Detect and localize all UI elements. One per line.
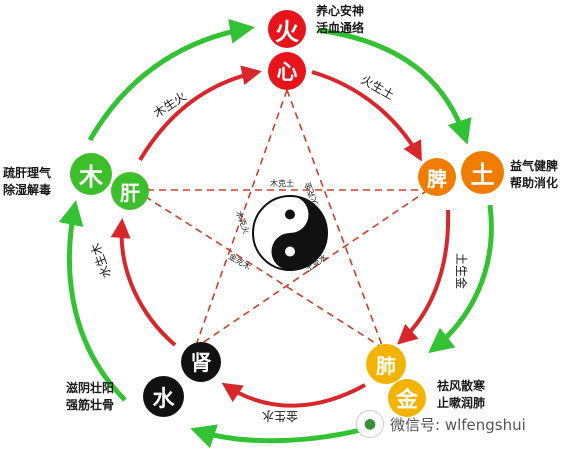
lung-node: 肺 <box>366 344 406 384</box>
water-node: 水 <box>143 376 184 417</box>
inner-arrow-wood-fire <box>138 65 262 162</box>
lung-description: 祛风散寒 止嗽润肺 <box>437 378 485 412</box>
outer-green-cycle <box>58 18 494 449</box>
inner-arrow-earth-metal <box>397 209 451 345</box>
inner-arrow-fire-earth <box>311 70 422 162</box>
earth-node: 土 <box>461 151 504 194</box>
kidney-description-line-2: 强筋壮骨 <box>66 398 115 412</box>
outer-arrow-wood-fire <box>87 18 255 142</box>
label-wood-earth: 木克土 <box>270 178 294 188</box>
liver-description: 疏肝理气 除湿解毒 <box>3 165 51 199</box>
inner-red-cycle <box>110 65 451 408</box>
controlling-star <box>134 89 429 349</box>
outer-arrow-metal-water <box>190 422 381 449</box>
metal-node: 金 <box>388 379 426 417</box>
spleen-description-line-1: 益气健脾 <box>510 159 559 173</box>
heart-description-line-2: 活血通络 <box>316 21 365 35</box>
label-metal-wood: 金克木 <box>227 251 253 272</box>
star-line-earth-water <box>194 189 429 349</box>
yin-yang-symbol <box>252 195 328 271</box>
liver-description-line-2: 除湿解毒 <box>3 183 52 197</box>
star-line-fire-water <box>194 89 288 349</box>
wood-node: 木 <box>70 153 112 195</box>
fire-node: 火 <box>268 10 306 48</box>
label-wood-fire: 木生火 <box>151 89 189 120</box>
label-metal-water: 金生水 <box>262 409 298 424</box>
inner-arrow-water-wood <box>110 218 177 347</box>
label-earth-metal: 土生金 <box>454 253 469 289</box>
spleen-description: 益气健脾 帮助消化 <box>510 158 558 192</box>
liver-node: 肝 <box>111 172 149 210</box>
spleen-description-line-2: 帮助消化 <box>510 176 559 190</box>
outer-arrow-fire-earth <box>317 27 472 145</box>
outer-arrow-earth-metal <box>428 204 494 354</box>
inner-arrow-metal-water <box>221 382 366 408</box>
watermark-text: 微信号: wlfengshui <box>390 415 526 434</box>
star-line-fire-metal <box>286 89 384 349</box>
heart-node: 心 <box>268 52 306 90</box>
heart-description: 养心安神 活血通络 <box>316 3 364 37</box>
lung-description-line-2: 止嗽润肺 <box>437 396 486 410</box>
heart-description-line-1: 养心安神 <box>316 4 365 18</box>
watermark: ● 微信号: wlfengshui <box>356 410 526 438</box>
spleen-node: 脾 <box>418 158 456 196</box>
label-water-wood: 水生木 <box>88 241 113 280</box>
kidney-description-line-1: 滋阴壮阳 <box>66 381 115 395</box>
star-line-wood-metal <box>134 189 384 349</box>
lung-description-line-1: 祛风散寒 <box>437 379 486 393</box>
outer-arrow-water-wood <box>58 200 127 402</box>
liver-description-line-1: 疏肝理气 <box>3 166 52 180</box>
kidney-description: 滋阴壮阳 强筋壮骨 <box>66 380 114 414</box>
kidney-node: 肾 <box>181 342 221 382</box>
wechat-icon: ● <box>356 410 384 438</box>
